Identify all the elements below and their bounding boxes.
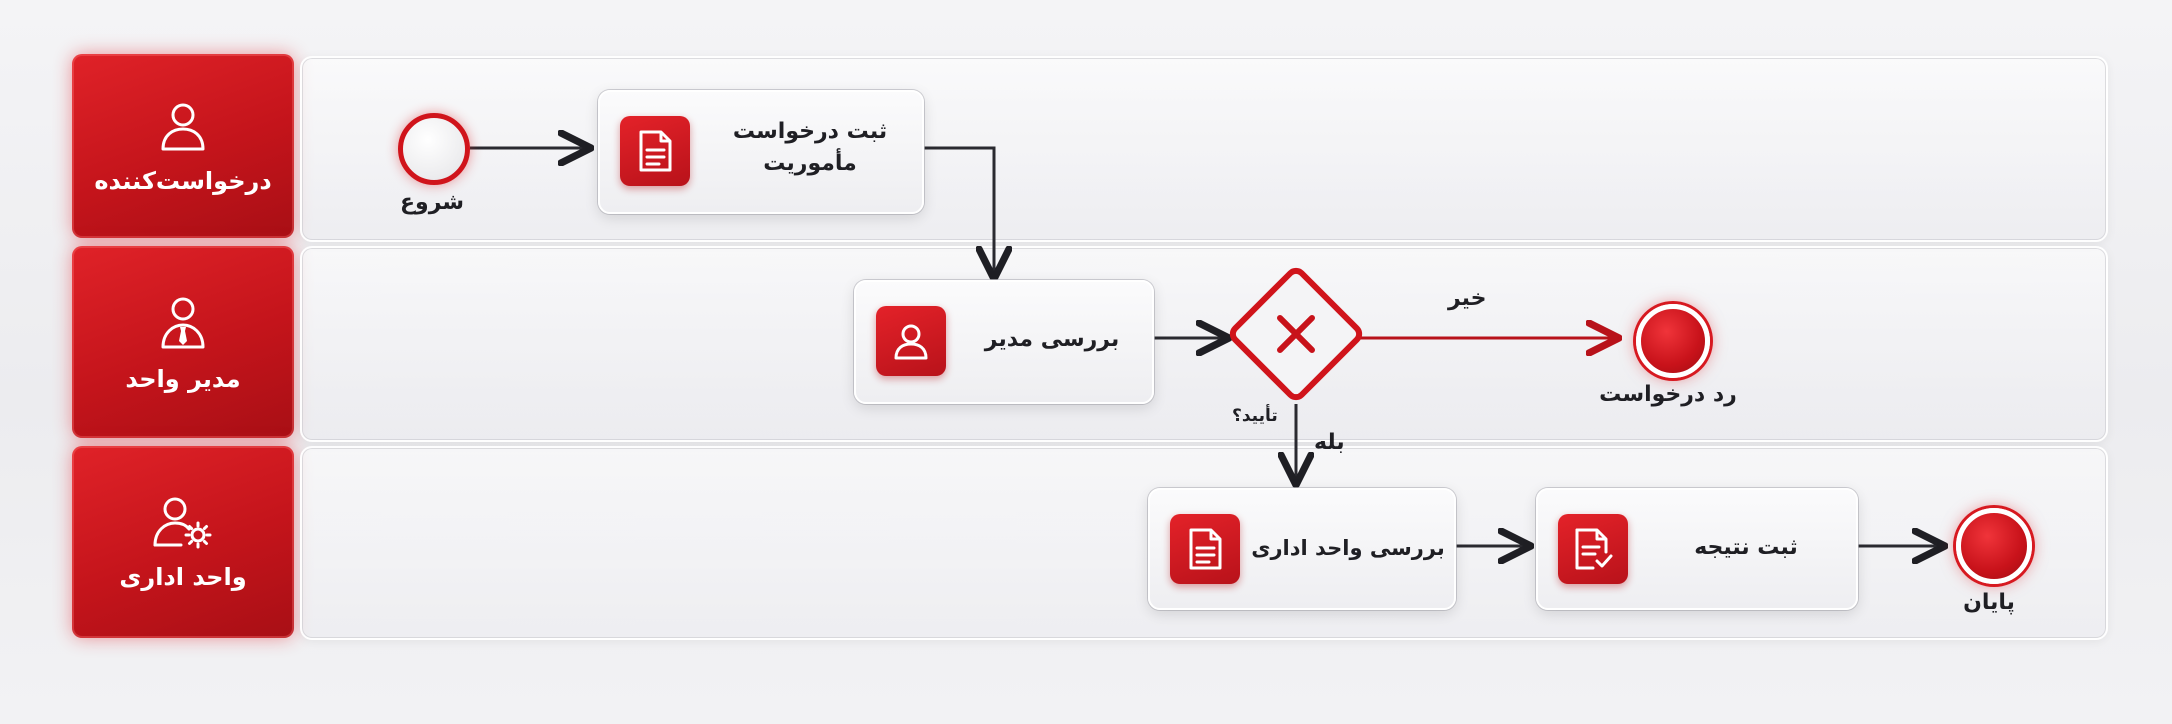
document-icon [1170, 514, 1240, 584]
manager-icon [155, 291, 211, 355]
user-settings-icon [151, 493, 215, 553]
reject-end-event[interactable] [1636, 304, 1710, 378]
lane-header-unit-manager: مدیر واحد [72, 246, 294, 438]
task-admin-review-label: بررسی واحد اداری [1251, 536, 1445, 560]
lane-header-requester: درخواست‌کننده [72, 54, 294, 238]
gateway-yes-label: بله [1314, 430, 1345, 455]
gateway-no-label: خیر [1448, 286, 1487, 311]
task-manager-review[interactable]: بررسی مدیر [854, 280, 1154, 404]
reject-end-event-label: رد درخواست [1599, 382, 1737, 407]
lane-requester [300, 56, 2108, 242]
gateway-question-label: تأیید؟ [1232, 406, 1278, 426]
task-record-result[interactable]: ثبت نتیجه [1536, 488, 1858, 610]
task-submit-text: ثبت درخواست مأموریت [710, 116, 910, 180]
start-event-label: شروع [399, 190, 465, 215]
task-admin-unit-review[interactable]: بررسی واحد اداری [1148, 488, 1456, 610]
lane-header-admin-unit: واحد اداری [72, 446, 294, 638]
user-icon [155, 97, 211, 157]
lane-unit-manager [300, 246, 2108, 442]
lane-label-admin-unit: واحد اداری [119, 563, 247, 591]
task-record-result-label: ثبت نتیجه [1694, 535, 1798, 560]
start-event[interactable] [398, 113, 470, 185]
document-check-icon [1558, 514, 1628, 584]
end-event-label: پایان [1963, 590, 2015, 615]
lane-label-requester: درخواست‌کننده [94, 167, 272, 195]
task-submit-line1: ثبت درخواست [732, 119, 888, 144]
user-icon [876, 306, 946, 376]
task-submit-mission-request[interactable]: ثبت درخواست مأموریت [598, 90, 924, 214]
end-event[interactable] [1956, 508, 2032, 584]
task-submit-line2: مأموریت [763, 151, 857, 176]
document-icon [620, 116, 690, 186]
lane-label-unit-manager: مدیر واحد [125, 365, 241, 393]
task-manager-review-label: بررسی مدیر [984, 327, 1120, 352]
